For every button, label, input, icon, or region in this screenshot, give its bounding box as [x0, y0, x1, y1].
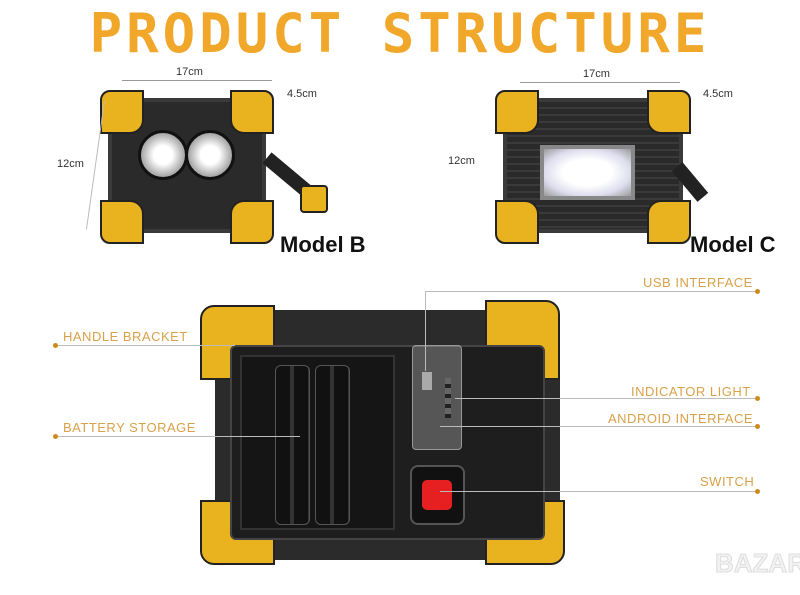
led-left-icon	[138, 130, 188, 180]
cob-led-icon	[540, 145, 635, 200]
page-title: PRODUCT STRUCTURE	[89, 2, 711, 65]
usb-port	[412, 345, 462, 450]
model-c-lamp	[495, 90, 725, 250]
model-c-depth: 4.5cm	[703, 88, 733, 100]
model-b-label: Model B	[280, 232, 366, 257]
model-c-height: 12cm	[448, 155, 475, 167]
callout-usb-interface: USB INTERFACE	[643, 275, 753, 290]
watermark-logo: BAZAR	[715, 548, 800, 579]
callout-handle-bracket: HANDLE BRACKET	[63, 329, 188, 344]
led-right-icon	[185, 130, 235, 180]
model-b-height: 12cm	[57, 158, 84, 170]
model-b-lamp	[100, 90, 330, 250]
callout-indicator-light: INDICATOR LIGHT	[631, 384, 751, 399]
model-c-label: Model C	[690, 232, 776, 257]
callout-battery-storage: BATTERY STORAGE	[63, 420, 196, 435]
device-back-view	[200, 300, 575, 570]
model-b-width: 17cm	[176, 66, 203, 78]
callout-switch: SWITCH	[700, 474, 755, 489]
model-c-width: 17cm	[583, 68, 610, 80]
indicator-light	[445, 378, 451, 418]
callout-android-interface: ANDROID INTERFACE	[608, 411, 754, 426]
model-b-depth: 4.5cm	[287, 88, 317, 100]
